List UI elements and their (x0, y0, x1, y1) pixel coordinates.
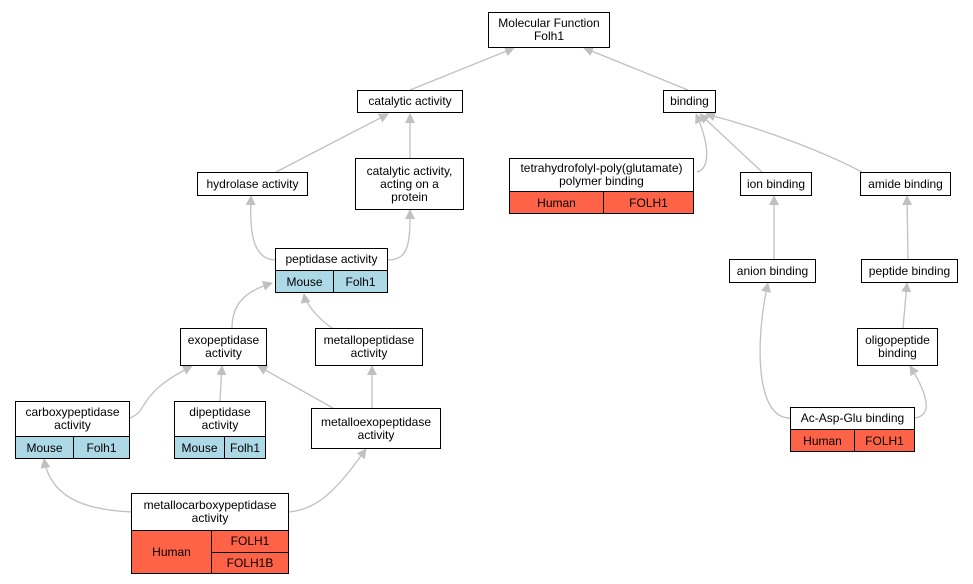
gene-annotation-row: Mouse Folh1 (175, 437, 265, 458)
species-cell: Human (510, 192, 603, 213)
gene-cell: FOLH1 (603, 192, 693, 213)
node-tetrahydrofolyl-binding[interactable]: tetrahydrofolyl-poly(glutamate) polymer … (509, 158, 694, 214)
edge-carboxy-to-exo (129, 365, 193, 419)
species-cell: Mouse (276, 271, 333, 292)
gene-annotation-grid: Human FOLH1 FOLH1B (132, 531, 288, 573)
edge-amide-to-binding (705, 111, 863, 173)
node-ac-asp-glu-binding[interactable]: Ac-Asp-Glu binding Human FOLH1 (790, 407, 915, 452)
edge-hydrolase-to-catalytic (275, 113, 389, 173)
edge-oligo-to-peptide (901, 282, 912, 329)
species-cell: Mouse (16, 437, 73, 458)
edge-thf-to-binding (695, 113, 708, 173)
node-exopeptidase-activity[interactable]: exopeptidase activity (180, 328, 267, 366)
node-amide-binding[interactable]: amide binding (860, 172, 951, 196)
edge-metalloexo-to-exo (257, 365, 334, 409)
node-metalloexopeptidase-activity[interactable]: metalloexopeptidase activity (311, 408, 441, 449)
node-label: tetrahydrofolyl-poly(glutamate) polymer … (510, 159, 693, 192)
node-binding[interactable]: binding (663, 90, 716, 113)
edge-peptidase-to-catprot (387, 209, 415, 261)
gene-annotation-row: Mouse Folh1 (16, 437, 129, 458)
node-hydrolase-activity[interactable]: hydrolase activity (197, 172, 308, 196)
node-peptide-binding[interactable]: peptide binding (861, 259, 958, 283)
node-molecular-function-root[interactable]: Molecular Function Folh1 (488, 12, 610, 48)
gene-cell: FOLH1 (212, 531, 288, 552)
node-ion-binding[interactable]: ion binding (740, 172, 812, 196)
edge-ion-to-binding (699, 113, 763, 173)
species-cell: Mouse (175, 437, 224, 458)
node-dipeptidase-activity[interactable]: dipeptidase activity Mouse Folh1 (174, 401, 266, 459)
edge-exo-to-peptidase (231, 280, 273, 329)
gene-cell: Folh1 (224, 437, 265, 458)
species-cell: Human (132, 531, 212, 573)
edge-catalytic-to-root (409, 46, 515, 91)
node-label: Ac-Asp-Glu binding (791, 408, 914, 430)
edge-metallocarboxy-to-carboxy (40, 458, 134, 513)
gene-cell: FOLH1 (854, 430, 914, 451)
gene-annotation-row: Human FOLH1 (791, 430, 914, 451)
node-catalytic-activity[interactable]: catalytic activity (357, 90, 463, 113)
node-anion-binding[interactable]: anion binding (729, 259, 816, 283)
edge-oligo-to-acaspglu (909, 365, 927, 419)
node-metallocarboxypeptidase-activity[interactable]: metallocarboxypeptidase activity Human F… (131, 493, 289, 574)
node-carboxypeptidase-activity[interactable]: carboxypeptidase activity Mouse Folh1 (15, 401, 130, 459)
gene-annotation-row: Human FOLH1 (510, 192, 693, 213)
edge-peptide-to-amide (902, 195, 913, 260)
node-oligopeptide-binding[interactable]: oligopeptide binding (857, 328, 938, 366)
node-label: peptidase activity (276, 249, 387, 271)
edge-anion-to-acaspglu (759, 282, 792, 419)
edge-dipep-to-exo (216, 365, 227, 402)
gene-cell: FOLH1B (212, 551, 288, 573)
edge-metallocarboxy-to-metalloexo (287, 448, 367, 513)
edge-metallo-to-peptidase (300, 293, 333, 329)
node-label: metallocarboxypeptidase activity (132, 494, 288, 531)
gene-cell: Folh1 (73, 437, 129, 458)
gene-annotation-row: Mouse Folh1 (276, 271, 387, 292)
gene-cell: Folh1 (333, 271, 387, 292)
species-cell: Human (791, 430, 854, 451)
node-catalytic-activity-acting-on-protein[interactable]: catalytic activity, acting on a protein (355, 158, 464, 210)
node-peptidase-activity[interactable]: peptidase activity Mouse Folh1 (275, 248, 388, 293)
edge-binding-to-root (583, 46, 689, 91)
node-metallopeptidase-activity[interactable]: metallopeptidase activity (315, 328, 423, 366)
node-label: carboxypeptidase activity (16, 402, 129, 437)
edge-peptidase-to-hydrolase (245, 195, 277, 261)
node-label: dipeptidase activity (175, 402, 265, 437)
